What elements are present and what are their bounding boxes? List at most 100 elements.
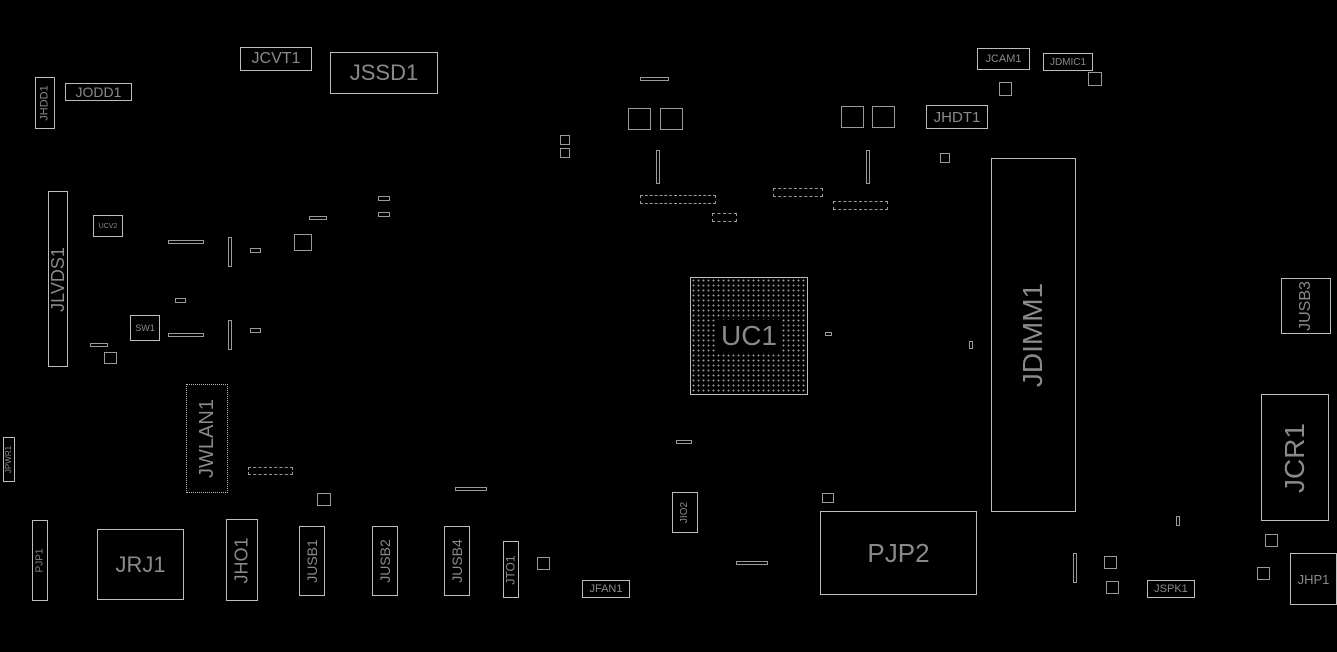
- resistor[interactable]: [1176, 516, 1180, 526]
- component-jusb1[interactable]: JUSB1: [299, 526, 325, 596]
- component-jlvds1[interactable]: JLVDS1: [48, 191, 68, 367]
- component-label: JUSB3: [1297, 281, 1315, 331]
- chip[interactable]: [537, 557, 550, 570]
- resistor-array[interactable]: [248, 467, 293, 475]
- component-label: JUSB1: [304, 539, 321, 583]
- component-jusb4[interactable]: JUSB4: [444, 526, 470, 596]
- resistor[interactable]: [866, 150, 870, 184]
- chip[interactable]: [1257, 567, 1270, 580]
- chip[interactable]: [999, 82, 1012, 96]
- component-jcvt1[interactable]: JCVT1: [240, 47, 312, 71]
- component-label: JRJ1: [115, 551, 166, 577]
- chip[interactable]: [822, 493, 834, 503]
- component-jspk1[interactable]: JSPK1: [1147, 580, 1195, 598]
- chip[interactable]: [841, 106, 864, 128]
- component-label: UC1: [716, 320, 781, 352]
- component-label: SW1: [135, 323, 155, 333]
- component-jhp1[interactable]: JHP1: [1290, 553, 1337, 605]
- component-jcam1[interactable]: JCAM1: [977, 48, 1030, 70]
- component-label: JHP1: [1297, 571, 1330, 587]
- chip[interactable]: [104, 352, 117, 364]
- resistor-array[interactable]: [712, 213, 737, 222]
- component-label: PJP2: [867, 537, 930, 568]
- resistor-array[interactable]: [640, 195, 716, 204]
- resistor[interactable]: [676, 440, 692, 444]
- component-label: JLVDS1: [47, 246, 68, 312]
- component-uc1[interactable]: UC1: [690, 277, 808, 395]
- chip[interactable]: [1088, 72, 1102, 86]
- resistor[interactable]: [560, 148, 570, 158]
- resistor[interactable]: [168, 240, 204, 244]
- component-jwlan1[interactable]: JWLAN1: [186, 384, 228, 493]
- component-jusb2[interactable]: JUSB2: [372, 526, 398, 596]
- resistor[interactable]: [1073, 553, 1077, 583]
- component-label: JDMIC1: [1049, 56, 1087, 68]
- component-jfan1[interactable]: JFAN1: [582, 580, 630, 598]
- chip[interactable]: [317, 493, 331, 506]
- component-jrj1[interactable]: JRJ1: [97, 529, 184, 600]
- component-jdimm1[interactable]: JDIMM1: [991, 158, 1076, 512]
- resistor-array[interactable]: [833, 201, 888, 210]
- resistor[interactable]: [168, 333, 204, 337]
- resistor[interactable]: [969, 341, 973, 349]
- component-label: JCR1: [1279, 422, 1311, 493]
- resistor[interactable]: [309, 216, 327, 220]
- component-label: JPWR1: [4, 445, 14, 474]
- resistor[interactable]: [940, 153, 950, 163]
- chip[interactable]: [1104, 556, 1117, 569]
- component-label: JHDT1: [933, 108, 981, 126]
- component-jhdt1[interactable]: JHDT1: [926, 105, 988, 129]
- resistor[interactable]: [825, 332, 832, 336]
- resistor[interactable]: [378, 196, 390, 201]
- chip[interactable]: [872, 106, 895, 128]
- component-label: JCVT1: [251, 50, 301, 67]
- resistor[interactable]: [656, 150, 660, 184]
- resistor[interactable]: [455, 487, 487, 491]
- resistor[interactable]: [228, 320, 232, 350]
- component-label: JUSB4: [449, 539, 466, 583]
- component-label: JODD1: [75, 84, 122, 100]
- resistor[interactable]: [640, 77, 669, 81]
- component-jssd1[interactable]: JSSD1: [330, 52, 438, 94]
- resistor[interactable]: [378, 212, 390, 217]
- resistor[interactable]: [250, 248, 261, 253]
- resistor[interactable]: [736, 561, 768, 565]
- chip[interactable]: [660, 108, 683, 130]
- component-pjp1[interactable]: PJP1: [32, 520, 48, 601]
- component-label: JWLAN1: [195, 399, 218, 478]
- component-label: JTO1: [504, 554, 518, 585]
- component-label: JHO1: [231, 536, 252, 584]
- chip[interactable]: [294, 234, 312, 251]
- component-pjp2[interactable]: PJP2: [820, 511, 977, 595]
- component-jho1[interactable]: JHO1: [226, 519, 258, 601]
- resistor-array[interactable]: [773, 188, 823, 197]
- component-jhdd1[interactable]: JHDD1: [35, 77, 55, 129]
- component-jpwr1[interactable]: JPWR1: [3, 437, 15, 482]
- component-jcr1[interactable]: JCR1: [1261, 394, 1329, 521]
- resistor[interactable]: [175, 298, 186, 303]
- component-ucv2[interactable]: UCV2: [93, 215, 123, 237]
- component-jto1[interactable]: JTO1: [503, 541, 519, 598]
- component-label: JCAM1: [985, 53, 1022, 65]
- chip[interactable]: [1106, 581, 1119, 594]
- component-label: JSSD1: [349, 60, 419, 85]
- component-label: PJP1: [34, 548, 46, 573]
- chip[interactable]: [1265, 534, 1278, 547]
- component-jodd1[interactable]: JODD1: [65, 83, 132, 101]
- resistor[interactable]: [560, 135, 570, 145]
- component-jusb3[interactable]: JUSB3: [1281, 278, 1331, 334]
- component-jio2[interactable]: JIO2: [672, 492, 698, 533]
- component-label: JHDD1: [39, 85, 52, 121]
- component-jdmic1[interactable]: JDMIC1: [1043, 53, 1093, 71]
- component-sw1[interactable]: SW1: [130, 315, 160, 341]
- component-label: JIO2: [679, 501, 691, 524]
- component-label: JFAN1: [589, 583, 623, 595]
- resistor[interactable]: [250, 328, 261, 333]
- component-label: JSPK1: [1154, 583, 1188, 595]
- component-label: JDIMM1: [1017, 282, 1049, 388]
- resistor[interactable]: [90, 343, 108, 347]
- chip[interactable]: [628, 108, 651, 130]
- resistor[interactable]: [228, 237, 232, 267]
- component-label: UCV2: [98, 222, 118, 230]
- component-label: JUSB2: [377, 539, 394, 583]
